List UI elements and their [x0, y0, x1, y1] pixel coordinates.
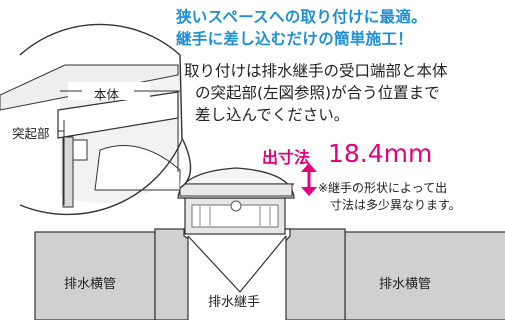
note-line-1: ※継手の形状によって出 — [318, 181, 448, 195]
headline-line-1: 狭いスペースへの取り付けに最適。 — [176, 8, 427, 26]
pipe-label-right: 排水横管 — [379, 277, 432, 292]
note-line-2: 寸法は多少異なります。 — [330, 198, 461, 212]
pipe-label-left: 排水横管 — [64, 277, 117, 292]
dimension-label: 出寸法 — [262, 148, 311, 167]
instruction-line-3: 差し込んでください。 — [195, 106, 350, 124]
instruction-line-2: の突起部(左図参照)が合う位置まで — [195, 84, 440, 102]
magnified-view — [0, 23, 192, 216]
pipe-label-center: 排水継手 — [208, 295, 261, 310]
horizontal-pipe-left — [34, 231, 156, 320]
joint-inner-channel — [188, 236, 286, 320]
dimension-value: 18.4mm — [328, 139, 433, 168]
trap-device — [177, 167, 295, 235]
callout-protrusion: 突起部 — [12, 126, 50, 141]
dimension-arrow — [301, 163, 317, 196]
horizontal-pipe-right — [344, 231, 505, 320]
drain-pipe-assembly — [34, 228, 505, 320]
instruction-line-1: 取り付けは排水継手の受口端部と本体 — [184, 62, 448, 80]
headline-line-2: 継手に差し込むだけの簡単施工！ — [176, 30, 414, 48]
callout-body: 本体 — [94, 87, 120, 102]
